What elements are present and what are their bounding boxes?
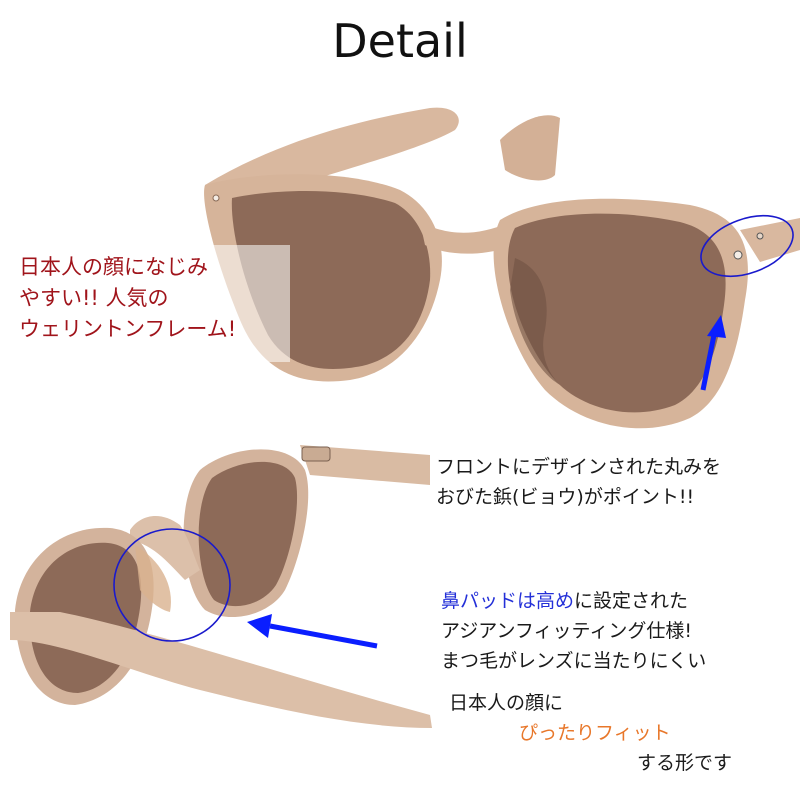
page-title: Detail <box>332 14 468 68</box>
callout-fit-highlight: ぴったりフィット <box>519 722 671 744</box>
sunglasses-rear-view <box>10 445 432 728</box>
callout-nosepad: 鼻パッドは高めに設定された アジアンフィッティング仕様! まつ毛がレンズに当たり… <box>441 586 706 676</box>
callout-text: に設定された <box>574 590 689 612</box>
callout-fit-line1: 日本人の顔に <box>449 692 564 714</box>
callout-line: 日本人の顔になじみ <box>19 255 208 279</box>
callout-line: アジアンフィッティング仕様! <box>441 620 693 642</box>
callout-hinge-rivet: フロントにデザインされた丸みを おびた鋲(ビョウ)がポイント!! <box>436 452 721 512</box>
arrow-left-icon <box>247 614 378 649</box>
callout-highlight: 鼻パッドは高め <box>441 590 575 612</box>
callout-line: まつ毛がレンズに当たりにくい <box>441 650 707 672</box>
callout-line: フロントにデザインされた丸みを <box>436 456 722 478</box>
sunglasses-front-view <box>204 107 800 429</box>
callout-line: ウェリントンフレーム! <box>19 317 237 341</box>
callout-line: やすい!! 人気の <box>19 286 169 310</box>
nosepad-highlight-ellipse <box>113 528 231 642</box>
callout-fit-line3: する形です <box>637 752 733 774</box>
callout-backdrop <box>0 245 290 362</box>
hinge-highlight-ellipse <box>700 214 794 278</box>
arrow-up-icon <box>700 315 726 391</box>
callout-line: おびた鋲(ビョウ)がポイント!! <box>436 486 695 508</box>
callout-frame-style: 日本人の顔になじみ やすい!! 人気の ウェリントンフレーム! <box>19 252 236 345</box>
